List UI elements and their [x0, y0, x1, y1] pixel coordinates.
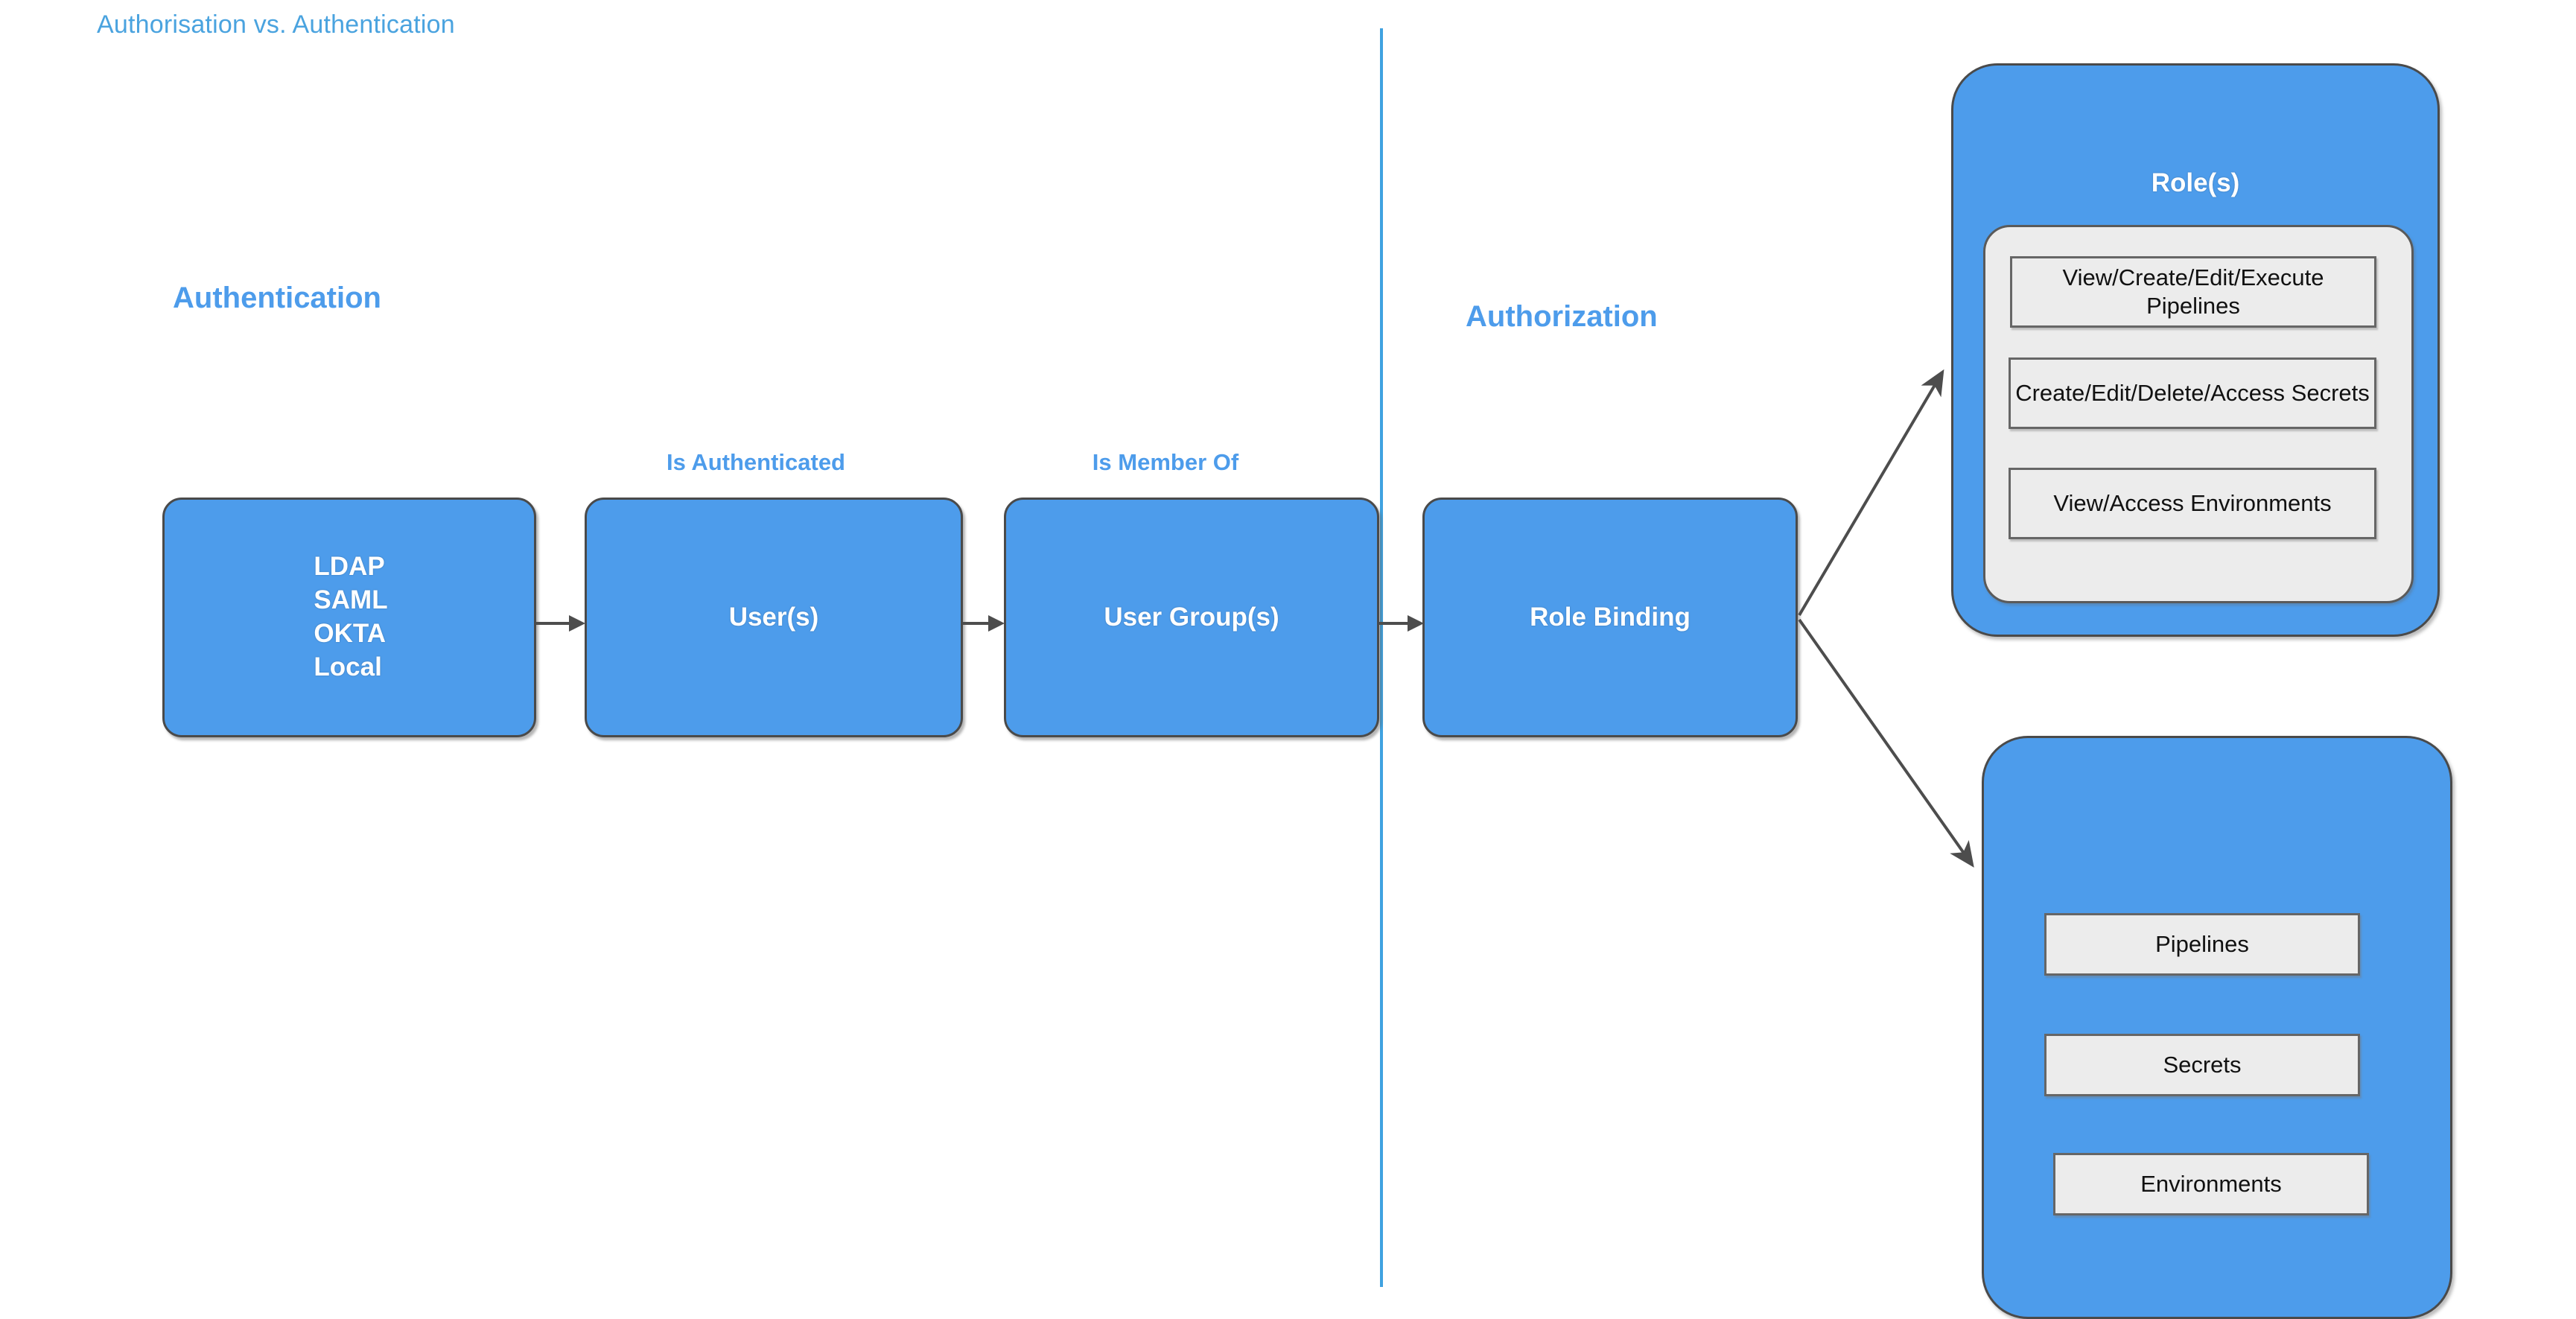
edge-label-is-member-of: Is Member Of — [1092, 449, 1239, 475]
section-heading-authentication: Authentication — [173, 282, 381, 314]
resource-item[interactable]: Environments — [2053, 1153, 2369, 1215]
panel-resource-groups[interactable]: Resource Group(s) — [1982, 736, 2452, 1319]
identity-provider-line: LDAP — [314, 552, 385, 582]
panel-roles-title: Role(s) — [2151, 168, 2240, 197]
section-heading-authorization: Authorization — [1466, 300, 1658, 333]
arrow-shaft — [1379, 622, 1409, 625]
permission-item[interactable]: View/Create/Edit/Execute Pipelines — [2010, 256, 2376, 328]
permission-item[interactable]: View/Access Environments — [2009, 468, 2376, 539]
arrow-head-icon — [988, 615, 1005, 632]
node-role-binding[interactable]: Role Binding — [1422, 498, 1798, 737]
arrow-role-binding-to-roles — [1798, 369, 1944, 617]
identity-provider-line: SAML — [314, 585, 388, 615]
resource-item[interactable]: Secrets — [2044, 1034, 2360, 1096]
arrow-shaft — [536, 622, 570, 625]
identity-provider-line: OKTA — [314, 619, 386, 648]
node-role-binding-label: Role Binding — [1530, 602, 1691, 632]
arrow-user-groups-to-role-binding — [1379, 615, 1424, 632]
arrow-head-icon — [1408, 615, 1424, 632]
edge-label-is-authenticated: Is Authenticated — [667, 449, 845, 475]
node-user-groups-label: User Group(s) — [1104, 602, 1279, 632]
page-title: Authorisation vs. Authentication — [97, 10, 455, 39]
arrow-role-binding-to-resource-groups — [1798, 618, 1974, 868]
node-users[interactable]: User(s) — [585, 498, 963, 737]
resource-item[interactable]: Pipelines — [2044, 913, 2360, 976]
arrow-users-to-user-groups — [963, 615, 1005, 632]
panel-roles[interactable]: Role(s) Permission(s) — [1951, 63, 2440, 637]
arrow-identity-to-users — [536, 615, 585, 632]
authentication-authorization-divider — [1380, 28, 1383, 1287]
permission-item[interactable]: Create/Edit/Delete/Access Secrets — [2009, 357, 2376, 429]
node-users-label: User(s) — [728, 602, 819, 632]
identity-provider-line: Local — [314, 652, 382, 681]
arrow-shaft — [963, 622, 990, 625]
arrow-head-icon — [569, 615, 585, 632]
node-user-groups[interactable]: User Group(s) — [1004, 498, 1379, 737]
